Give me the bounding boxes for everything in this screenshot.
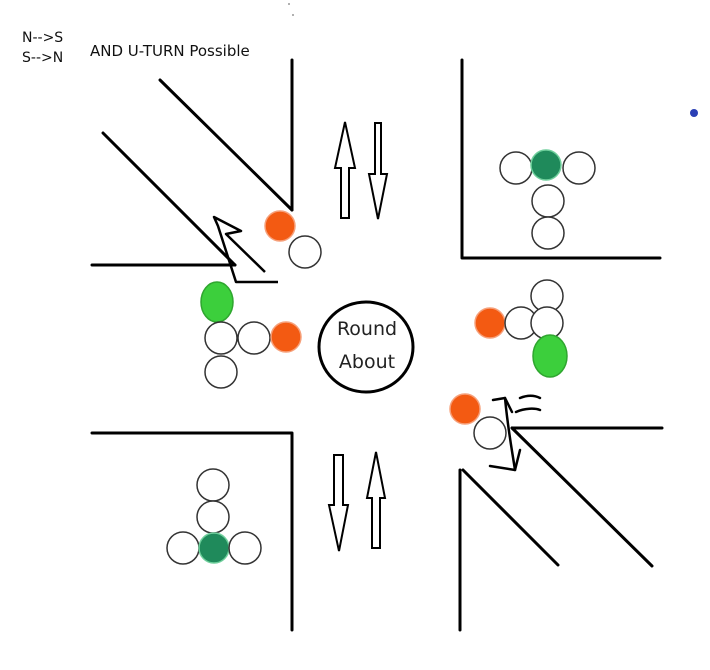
signal-left [200,281,302,389]
arrow-up-top [333,121,357,219]
signal-right-red [474,307,506,339]
stray-dot [690,109,698,117]
signal-bottom-right-off [473,416,507,450]
signal-bottom-left-green [198,532,230,564]
arrow-down-bottom [327,454,350,552]
u-turn-note: AND U-TURN Possible [90,42,250,60]
road-edges [90,58,664,632]
signal-left-off-3 [237,321,271,355]
signal-top-right-green [530,149,562,181]
signal-left-off-2 [204,355,238,389]
arrow-up-bottom [365,451,387,549]
signal-left-red [270,321,302,353]
road-edge-top-right [460,58,662,260]
u-turn-arrow-top-left [212,215,278,284]
legend-south-north: S-->N [22,50,64,66]
signal-right [474,279,568,378]
speck [292,14,294,16]
signal-bottom-left-off-mid [196,500,230,534]
signal-left-off-1 [204,321,238,355]
signal-top-right-off-bottom [531,216,565,250]
road-edge-bottom-left [90,431,294,632]
signal-top-right-off-left [499,151,533,185]
speck [288,3,290,5]
signal-right-green [532,334,568,378]
signal-right-off-3 [530,306,564,340]
slip-road-bottom-inner [461,468,560,567]
signal-bottom-left [166,468,262,565]
signal-top-right-off-mid [531,184,565,218]
legend-north-south: N-->S [22,30,64,46]
signal-bottom-right [449,393,507,450]
signal-bottom-left-off-left [166,531,200,565]
slip-road-top-inner [101,131,237,267]
signal-top-right-off-right [562,151,596,185]
slip-road-top-outer [158,78,294,212]
slip-road-bottom-outer [510,426,654,568]
direction-legend: N-->S S-->N [22,28,63,68]
signal-top-left [264,210,322,269]
arrow-down-top [367,122,389,220]
signal-bottom-left-off-right [228,531,262,565]
u-turn-arrow-bottom-right [488,394,542,472]
signal-top-right [499,149,596,250]
roundabout-label-line2: About [339,351,395,373]
diagonal-slip-roads [101,78,654,568]
signal-left-green [200,281,234,323]
signal-bottom-left-off-top [196,468,230,502]
signal-top-left-off [288,235,322,269]
roundabout: Round About [317,300,415,394]
roundabout-circle [317,300,415,394]
signal-bottom-right-red [449,393,481,425]
roundabout-label-line1: Round [337,318,397,340]
signal-top-left-red [264,210,296,242]
